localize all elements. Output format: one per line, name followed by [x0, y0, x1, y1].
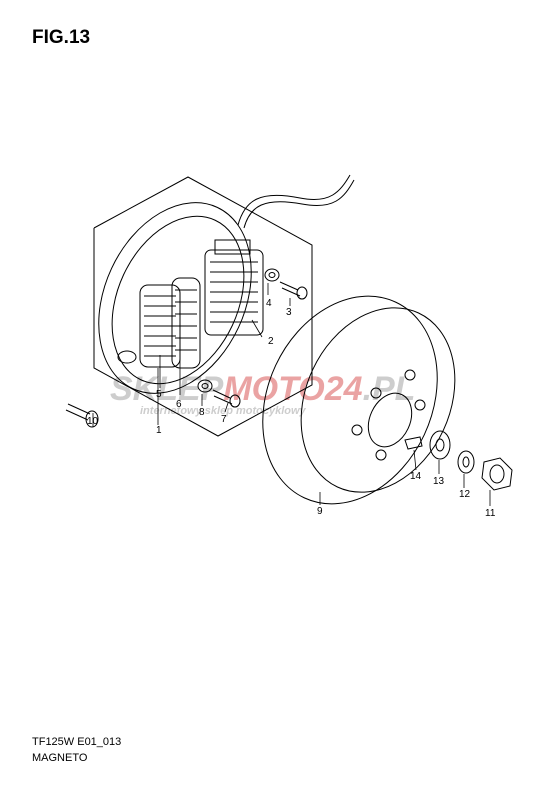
washer-8	[197, 379, 213, 393]
coil-top-bracket	[214, 239, 251, 255]
callout-10: 10	[87, 416, 99, 427]
callout-12: 12	[459, 489, 471, 500]
section-name: MAGNETO	[32, 752, 88, 764]
watermark-tagline: internetowy sklep motocyklowy	[140, 405, 307, 417]
callouts: 1 2 3 4 5 6 7 8 9 10 11 12 13 14	[87, 298, 496, 519]
charging-coil-right	[171, 277, 201, 369]
callout-13: 13	[433, 476, 445, 487]
callout-4: 4	[266, 298, 272, 309]
nut-11	[481, 457, 513, 491]
washer-13	[429, 430, 451, 460]
callout-8: 8	[199, 407, 205, 418]
stator-assembly	[65, 174, 355, 437]
washer-4	[264, 268, 280, 282]
callout-6: 6	[176, 399, 182, 410]
callout-7: 7	[221, 414, 227, 425]
fasteners-right	[429, 430, 513, 491]
stator-plate-inner	[111, 215, 245, 385]
plate-mount-hole	[117, 350, 137, 364]
stator-plate	[98, 202, 252, 394]
callout-11: 11	[485, 508, 496, 519]
callout-2: 2	[268, 336, 274, 347]
callout-5: 5	[156, 389, 162, 400]
woodruff-key-14	[404, 436, 423, 450]
callout-1: 1	[156, 425, 162, 436]
callout-14: 14	[410, 471, 422, 482]
callout-9: 9	[317, 506, 323, 517]
screw-7	[212, 389, 233, 405]
leader-lines	[92, 283, 491, 506]
callout-3: 3	[286, 307, 292, 318]
pickup-coil	[204, 249, 264, 336]
flywheel-rotor	[262, 295, 456, 505]
wire-harness	[237, 174, 351, 226]
stator-box-outline	[93, 176, 313, 437]
lock-washer-12	[457, 450, 475, 474]
figure-title: FIG.13	[32, 27, 91, 48]
bolt-10	[65, 403, 91, 421]
rotor-hub	[367, 392, 413, 448]
model-code: TF125W E01_013	[32, 736, 122, 748]
